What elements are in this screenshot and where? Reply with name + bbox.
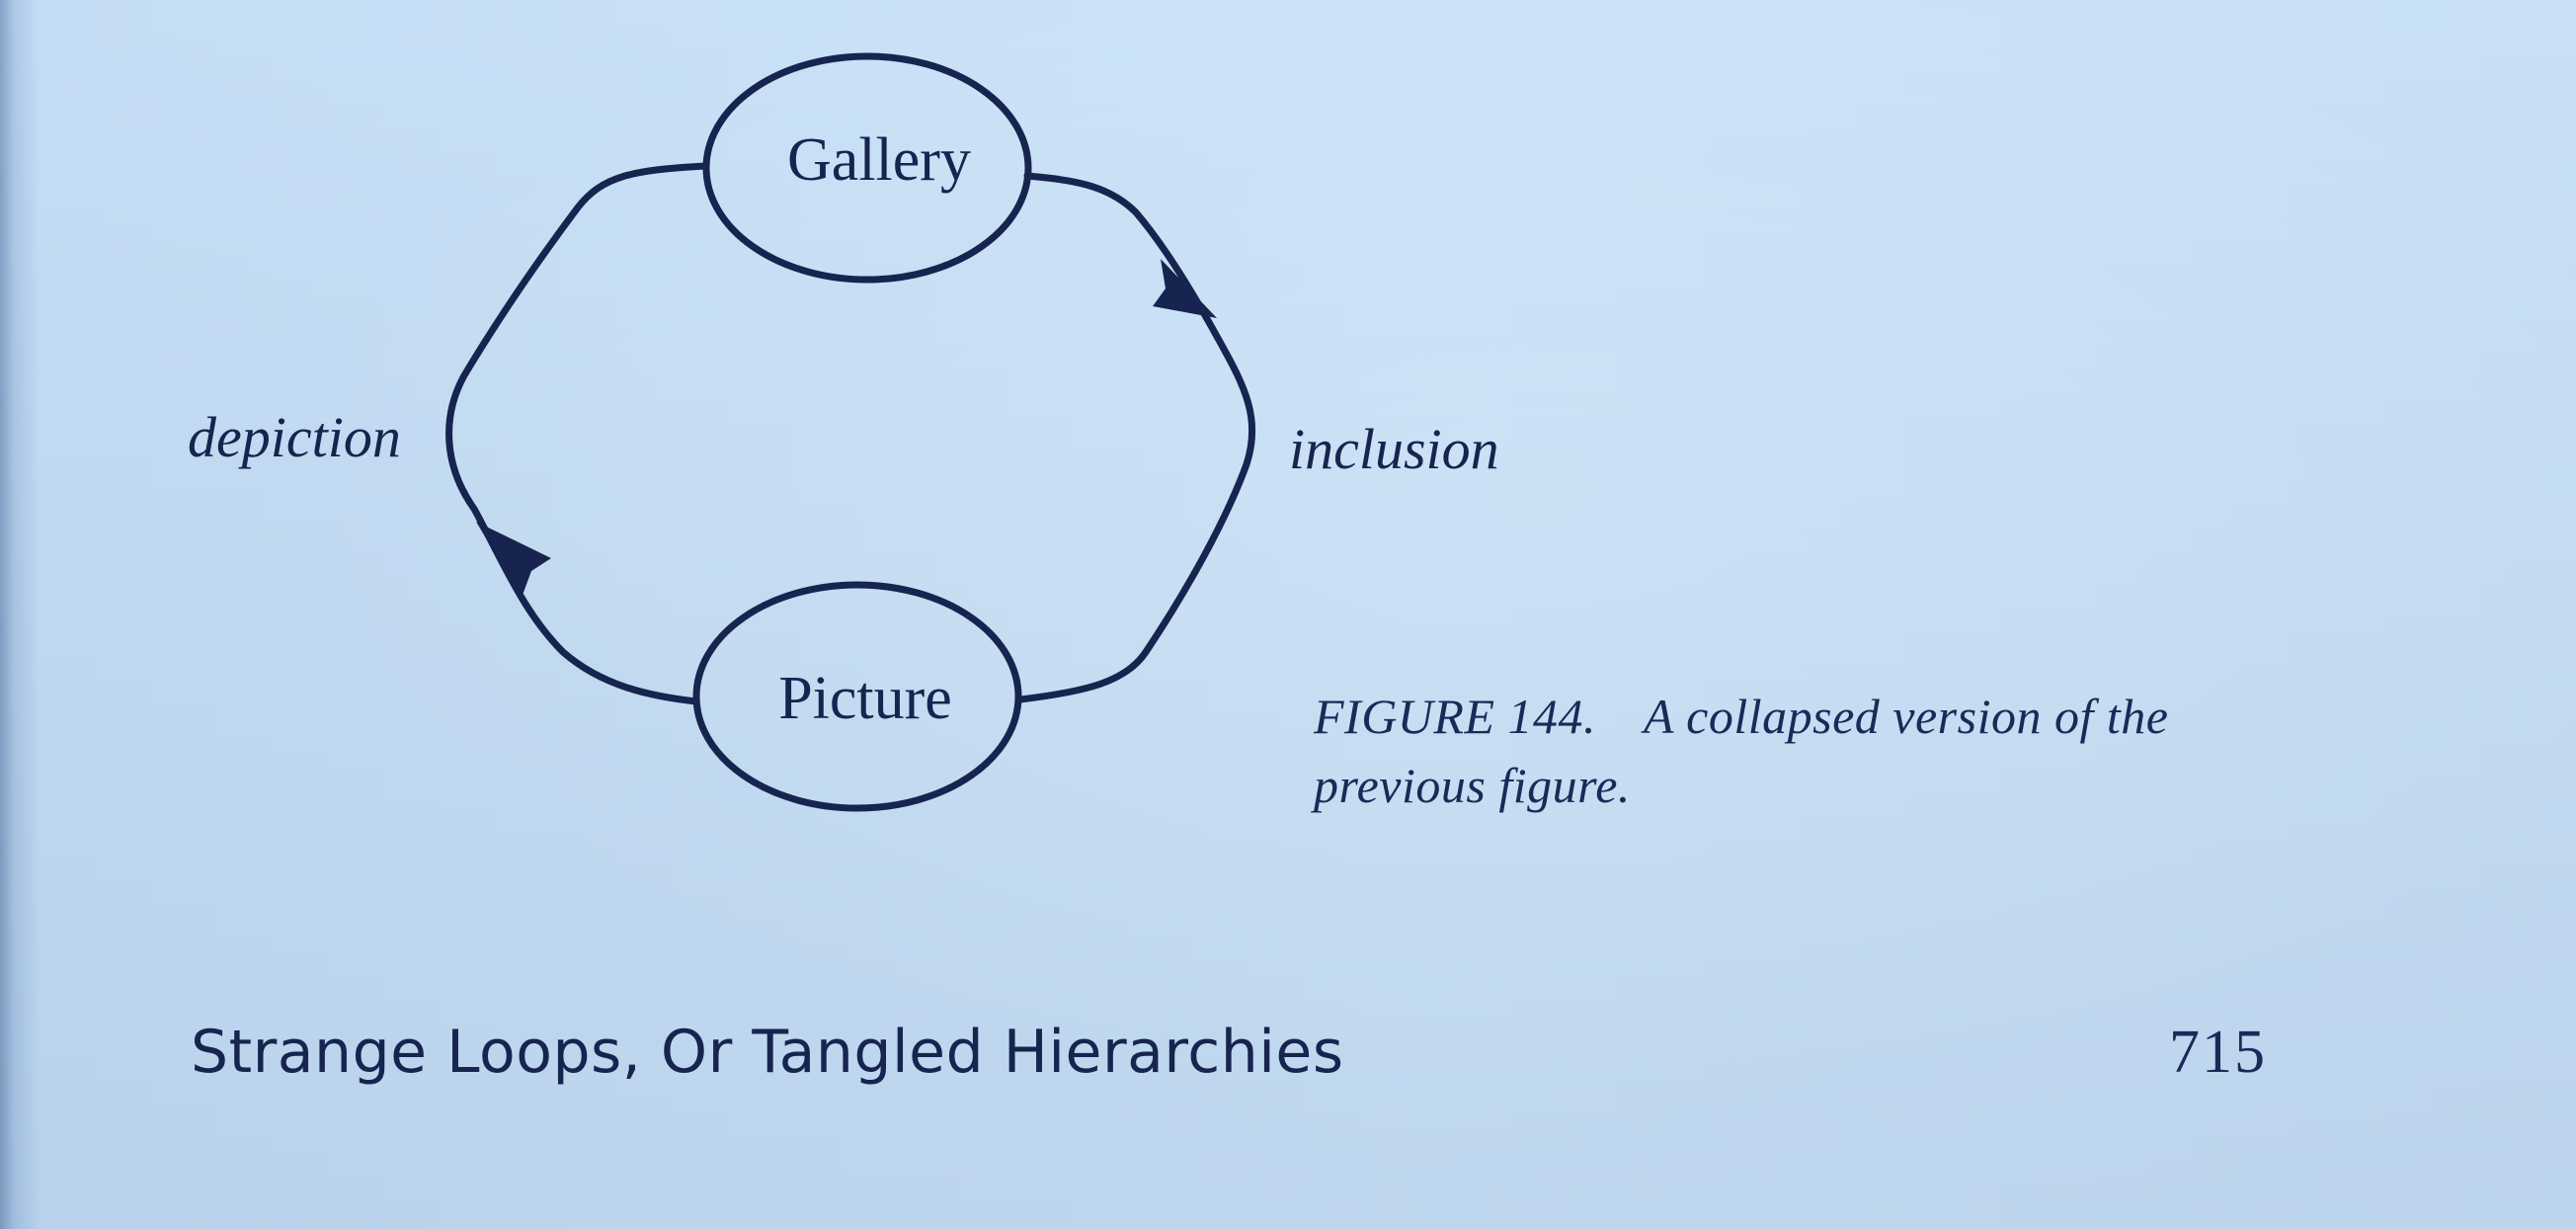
node-picture: Picture xyxy=(692,581,1022,812)
depiction-edge xyxy=(445,162,710,705)
edge-label-inclusion: inclusion xyxy=(1289,417,1499,481)
inclusion-edge xyxy=(1016,172,1256,703)
node-picture-label: Picture xyxy=(778,665,952,732)
caption-line-1: FIGURE 144. A collapsed version of the xyxy=(1314,682,2301,751)
node-gallery-label: Gallery xyxy=(787,126,971,194)
inclusion-arrowhead xyxy=(1153,259,1217,318)
depiction-arrowhead xyxy=(476,522,551,598)
node-gallery-ellipse xyxy=(702,52,1032,284)
edge-label-depiction: depiction xyxy=(188,405,401,469)
node-gallery: Gallery xyxy=(702,52,1032,284)
running-head: Strange Loops, Or Tangled Hierarchies xyxy=(191,1018,1344,1087)
caption-text-1: A collapsed version of the xyxy=(1644,689,2169,744)
caption-text-2: previous figure. xyxy=(1314,758,1631,813)
page-number: 715 xyxy=(2169,1019,2267,1086)
figure-number: FIGURE 144. xyxy=(1314,689,1596,744)
node-picture-ellipse xyxy=(692,581,1022,812)
figure-caption: FIGURE 144. A collapsed version of the pr… xyxy=(1314,682,2301,820)
caption-line-2: previous figure. xyxy=(1314,751,2301,820)
